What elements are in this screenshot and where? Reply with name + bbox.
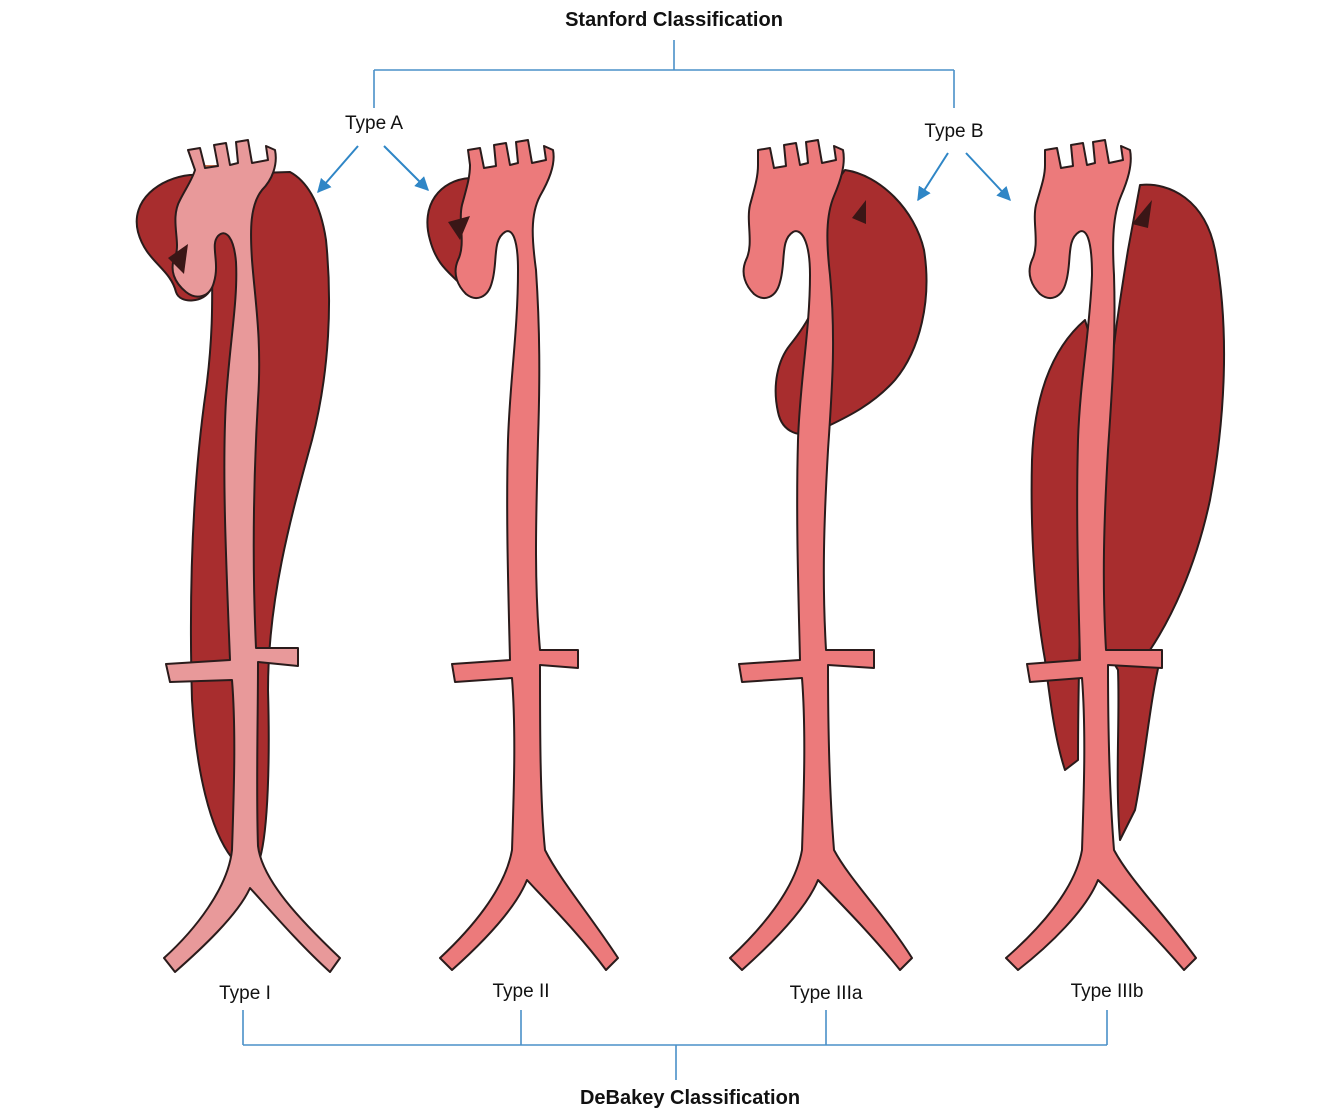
false-lumen-type-3b (1100, 185, 1224, 840)
debakey-classification-title: DeBakey Classification (580, 1088, 800, 1108)
debakey-type-3a-label: Type IIIa (790, 984, 863, 1003)
type-b-arrows (918, 153, 1010, 200)
stanford-classification-title: Stanford Classification (565, 10, 783, 30)
debakey-type-1-label: Type I (219, 984, 271, 1003)
aorta-type-2 (427, 140, 618, 970)
aorta-type-3a (730, 140, 926, 970)
debakey-type-3b-label: Type IIIb (1071, 982, 1144, 1001)
stanford-bracket (374, 40, 954, 108)
aorta-type-1 (137, 140, 340, 972)
aorta-type-3b (1006, 140, 1224, 970)
debakey-bracket (243, 1010, 1107, 1080)
stanford-type-a-label: Type A (345, 114, 403, 133)
stanford-type-b-label: Type B (924, 122, 983, 141)
true-lumen-type-2 (440, 140, 618, 970)
debakey-type-2-label: Type II (492, 982, 549, 1001)
type-a-arrows (318, 146, 428, 192)
